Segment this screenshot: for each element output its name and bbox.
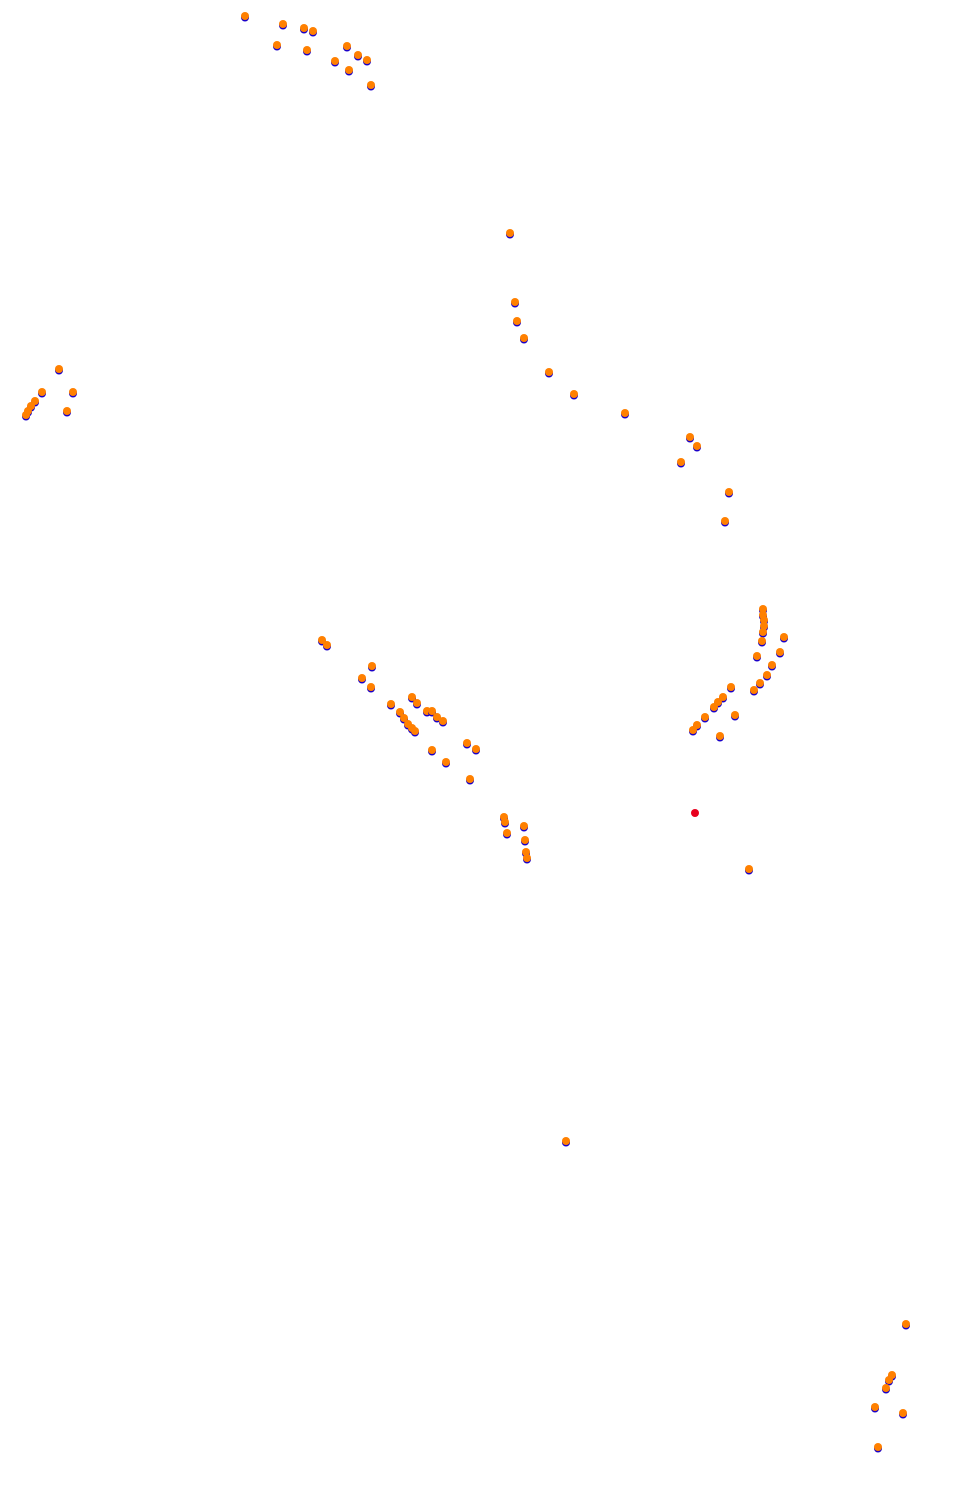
data-point bbox=[745, 865, 753, 873]
data-point bbox=[545, 368, 553, 376]
data-point bbox=[273, 41, 281, 49]
data-point bbox=[433, 713, 441, 721]
data-point bbox=[442, 758, 450, 766]
data-point bbox=[358, 674, 366, 682]
data-point bbox=[882, 1384, 890, 1392]
data-point bbox=[413, 699, 421, 707]
data-point bbox=[400, 714, 408, 722]
data-point bbox=[763, 671, 771, 679]
data-point bbox=[354, 51, 362, 59]
data-point bbox=[466, 775, 474, 783]
data-point bbox=[725, 488, 733, 496]
data-point bbox=[318, 636, 326, 644]
data-point bbox=[899, 1409, 907, 1417]
data-point bbox=[472, 745, 480, 753]
data-point bbox=[759, 628, 767, 636]
data-point bbox=[279, 20, 287, 28]
data-point bbox=[408, 693, 416, 701]
data-point bbox=[520, 334, 528, 342]
data-point bbox=[503, 829, 511, 837]
data-point bbox=[309, 27, 317, 35]
data-point bbox=[721, 517, 729, 525]
data-point bbox=[501, 818, 509, 826]
data-point bbox=[520, 822, 528, 830]
data-point bbox=[323, 641, 331, 649]
data-point bbox=[677, 458, 685, 466]
data-point bbox=[621, 409, 629, 417]
data-point bbox=[701, 713, 709, 721]
data-point bbox=[513, 317, 521, 325]
data-point bbox=[69, 388, 77, 396]
data-point bbox=[368, 662, 376, 670]
data-point bbox=[463, 739, 471, 747]
data-point bbox=[300, 24, 308, 32]
data-point bbox=[689, 726, 697, 734]
data-point bbox=[343, 42, 351, 50]
data-point bbox=[396, 708, 404, 716]
data-point bbox=[780, 633, 788, 641]
data-point bbox=[759, 605, 767, 613]
data-point bbox=[719, 693, 727, 701]
data-point bbox=[522, 848, 530, 856]
data-point bbox=[428, 707, 436, 715]
data-point bbox=[303, 46, 311, 54]
data-point bbox=[55, 365, 63, 373]
data-point bbox=[521, 836, 529, 844]
data-point bbox=[241, 12, 249, 20]
scatter-points bbox=[22, 12, 910, 1453]
data-point bbox=[63, 407, 71, 415]
data-point bbox=[331, 57, 339, 65]
data-point bbox=[693, 442, 701, 450]
data-point bbox=[428, 746, 436, 754]
data-point bbox=[345, 66, 353, 74]
data-point bbox=[22, 411, 30, 419]
data-point bbox=[562, 1137, 570, 1145]
data-point bbox=[686, 433, 694, 441]
data-point bbox=[523, 854, 531, 862]
data-point bbox=[874, 1443, 882, 1451]
data-point bbox=[776, 648, 784, 656]
data-point bbox=[731, 711, 739, 719]
data-point bbox=[570, 390, 578, 398]
data-point bbox=[506, 229, 514, 237]
data-point bbox=[753, 652, 761, 660]
data-point bbox=[750, 686, 758, 694]
data-point bbox=[871, 1403, 879, 1411]
data-point bbox=[511, 298, 519, 306]
data-point bbox=[885, 1376, 893, 1384]
data-point bbox=[387, 700, 395, 708]
data-point bbox=[756, 679, 764, 687]
data-point bbox=[411, 727, 419, 735]
data-point bbox=[758, 637, 766, 645]
data-point bbox=[363, 56, 371, 64]
data-point bbox=[367, 81, 375, 89]
data-point bbox=[716, 732, 724, 740]
data-point bbox=[760, 616, 768, 624]
data-point bbox=[710, 703, 718, 711]
data-point bbox=[439, 717, 447, 725]
highlight-point bbox=[691, 809, 699, 817]
data-point bbox=[902, 1320, 910, 1328]
data-point bbox=[768, 661, 776, 669]
data-point bbox=[727, 683, 735, 691]
data-point bbox=[760, 622, 768, 630]
data-point bbox=[367, 683, 375, 691]
data-point bbox=[38, 388, 46, 396]
